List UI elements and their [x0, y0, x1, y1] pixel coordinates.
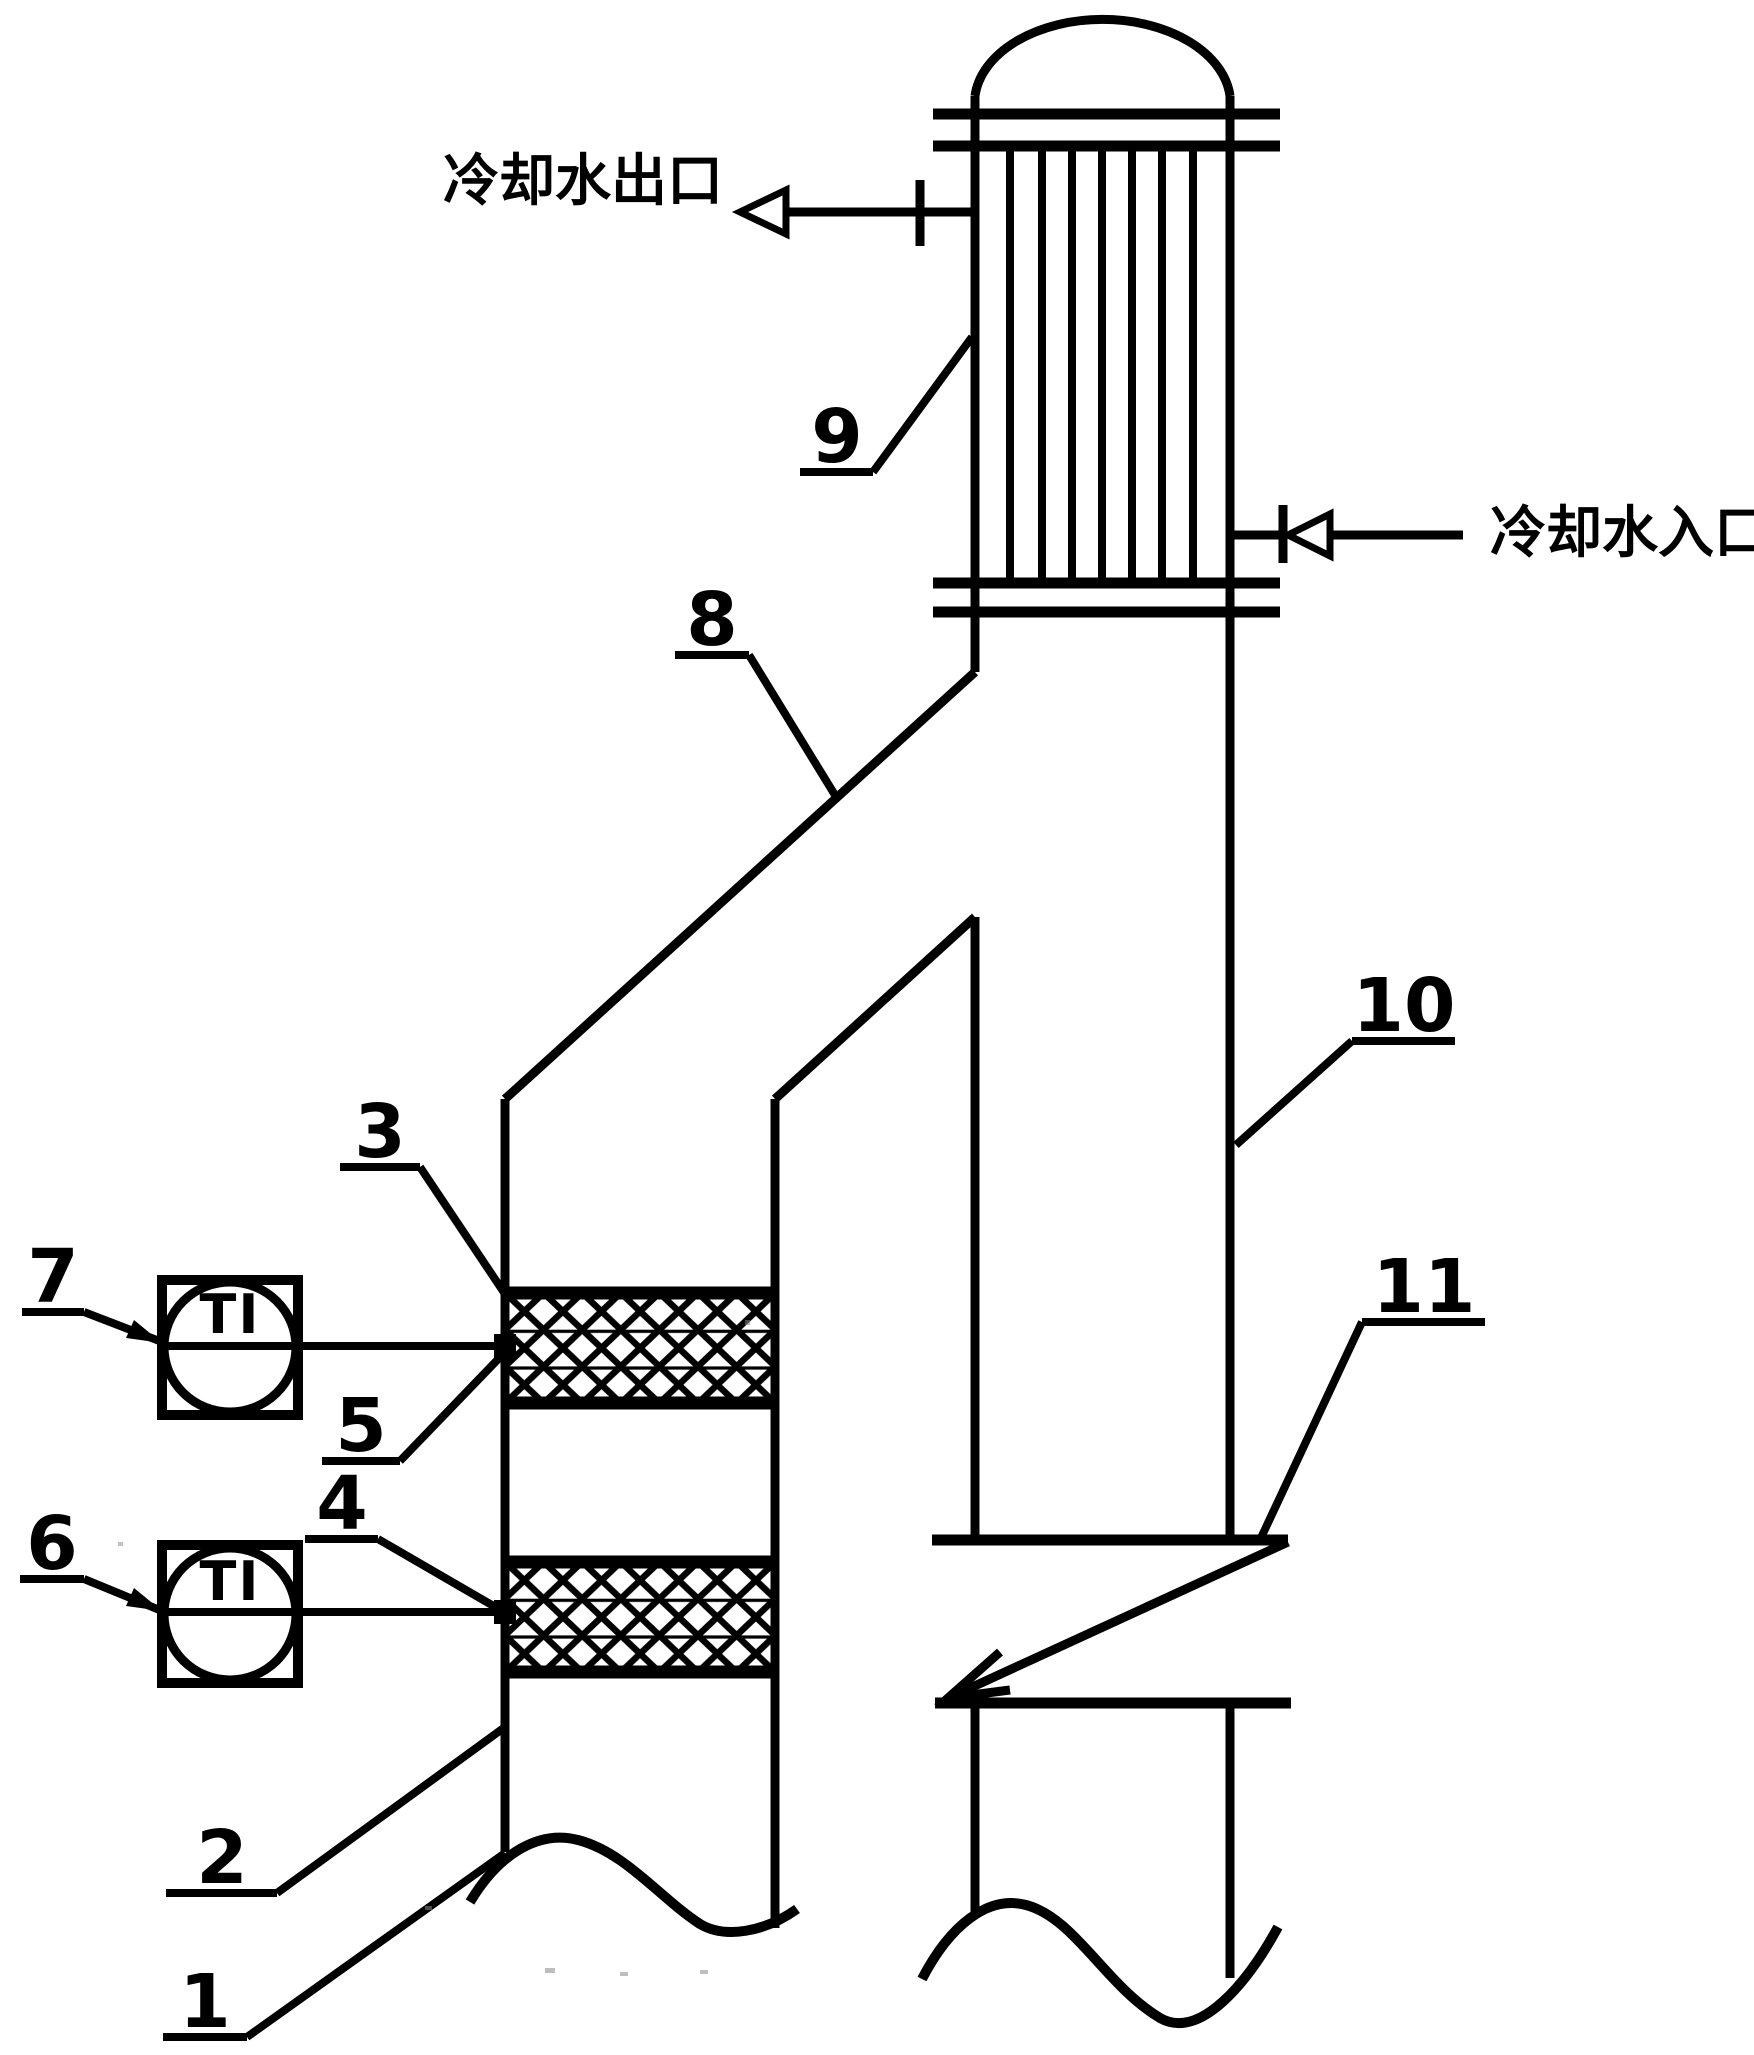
- label-text: 10: [1353, 963, 1456, 1049]
- inlet-arrow-icon: [1288, 514, 1330, 556]
- label-text: 2: [196, 1815, 248, 1901]
- outlet-arrow-icon: [740, 190, 786, 234]
- downpipe-wave-break: [922, 1903, 1278, 2023]
- break-zigzag-line: [955, 1542, 1288, 1695]
- instrument-tag: TI: [200, 1550, 261, 1613]
- leader-line: [378, 1539, 497, 1608]
- label-text: 5: [335, 1383, 387, 1469]
- packing-bed-upper: [505, 1293, 775, 1403]
- outlet-label: 冷却水出口: [443, 149, 723, 214]
- leader-line: [420, 1167, 505, 1294]
- riser-inner-wall: [775, 917, 975, 1099]
- leader-line: [277, 1727, 505, 1893]
- label-text: 7: [27, 1234, 79, 1320]
- label-text: 4: [316, 1461, 368, 1547]
- label-9: 9: [800, 337, 972, 480]
- leader-line: [1236, 1041, 1352, 1145]
- label-8: 8: [675, 577, 838, 800]
- tube-bundle: [1010, 146, 1193, 583]
- label-text: 3: [354, 1089, 406, 1175]
- label-6: 6: [20, 1501, 162, 1611]
- label-10: 10: [1236, 963, 1455, 1145]
- cooling-water-outlet-nozzle: 冷却水出口: [443, 149, 975, 246]
- leader-line: [873, 337, 972, 472]
- label-7: 7: [22, 1234, 162, 1343]
- leader-arrow-icon: [126, 1320, 162, 1343]
- label-2: 2: [166, 1727, 505, 1901]
- leader-line: [247, 1853, 505, 2037]
- ti-instrument-lower: TI: [162, 1545, 516, 1683]
- part-labels: 7 6 3 5 4 2: [20, 337, 1485, 2045]
- label-text: 8: [686, 577, 738, 663]
- packing-bed-lower: [505, 1562, 775, 1672]
- instrument-tag: TI: [200, 1283, 261, 1346]
- label-text: 1: [179, 1959, 231, 2045]
- leader-line: [749, 655, 838, 800]
- label-text: 11: [1373, 1244, 1476, 1330]
- label-text: 6: [26, 1501, 78, 1587]
- label-4: 4: [305, 1461, 497, 1608]
- label-11: 11: [1260, 1244, 1485, 1540]
- pipe-break-symbol: [932, 1540, 1291, 1703]
- label-text: 9: [811, 394, 863, 480]
- label-3: 3: [340, 1089, 505, 1294]
- leader-line: [1260, 1322, 1362, 1540]
- condenser-dome: [975, 19, 1230, 96]
- leader-line: [400, 1352, 505, 1461]
- leader-arrow-icon: [126, 1588, 162, 1611]
- column-wave-break: [470, 1838, 797, 1932]
- riser-outer-wall: [505, 672, 975, 1099]
- inlet-label: 冷却水入口: [1490, 501, 1754, 566]
- cooling-water-inlet-nozzle: 冷却水入口: [1230, 501, 1754, 566]
- label-5: 5: [322, 1352, 505, 1469]
